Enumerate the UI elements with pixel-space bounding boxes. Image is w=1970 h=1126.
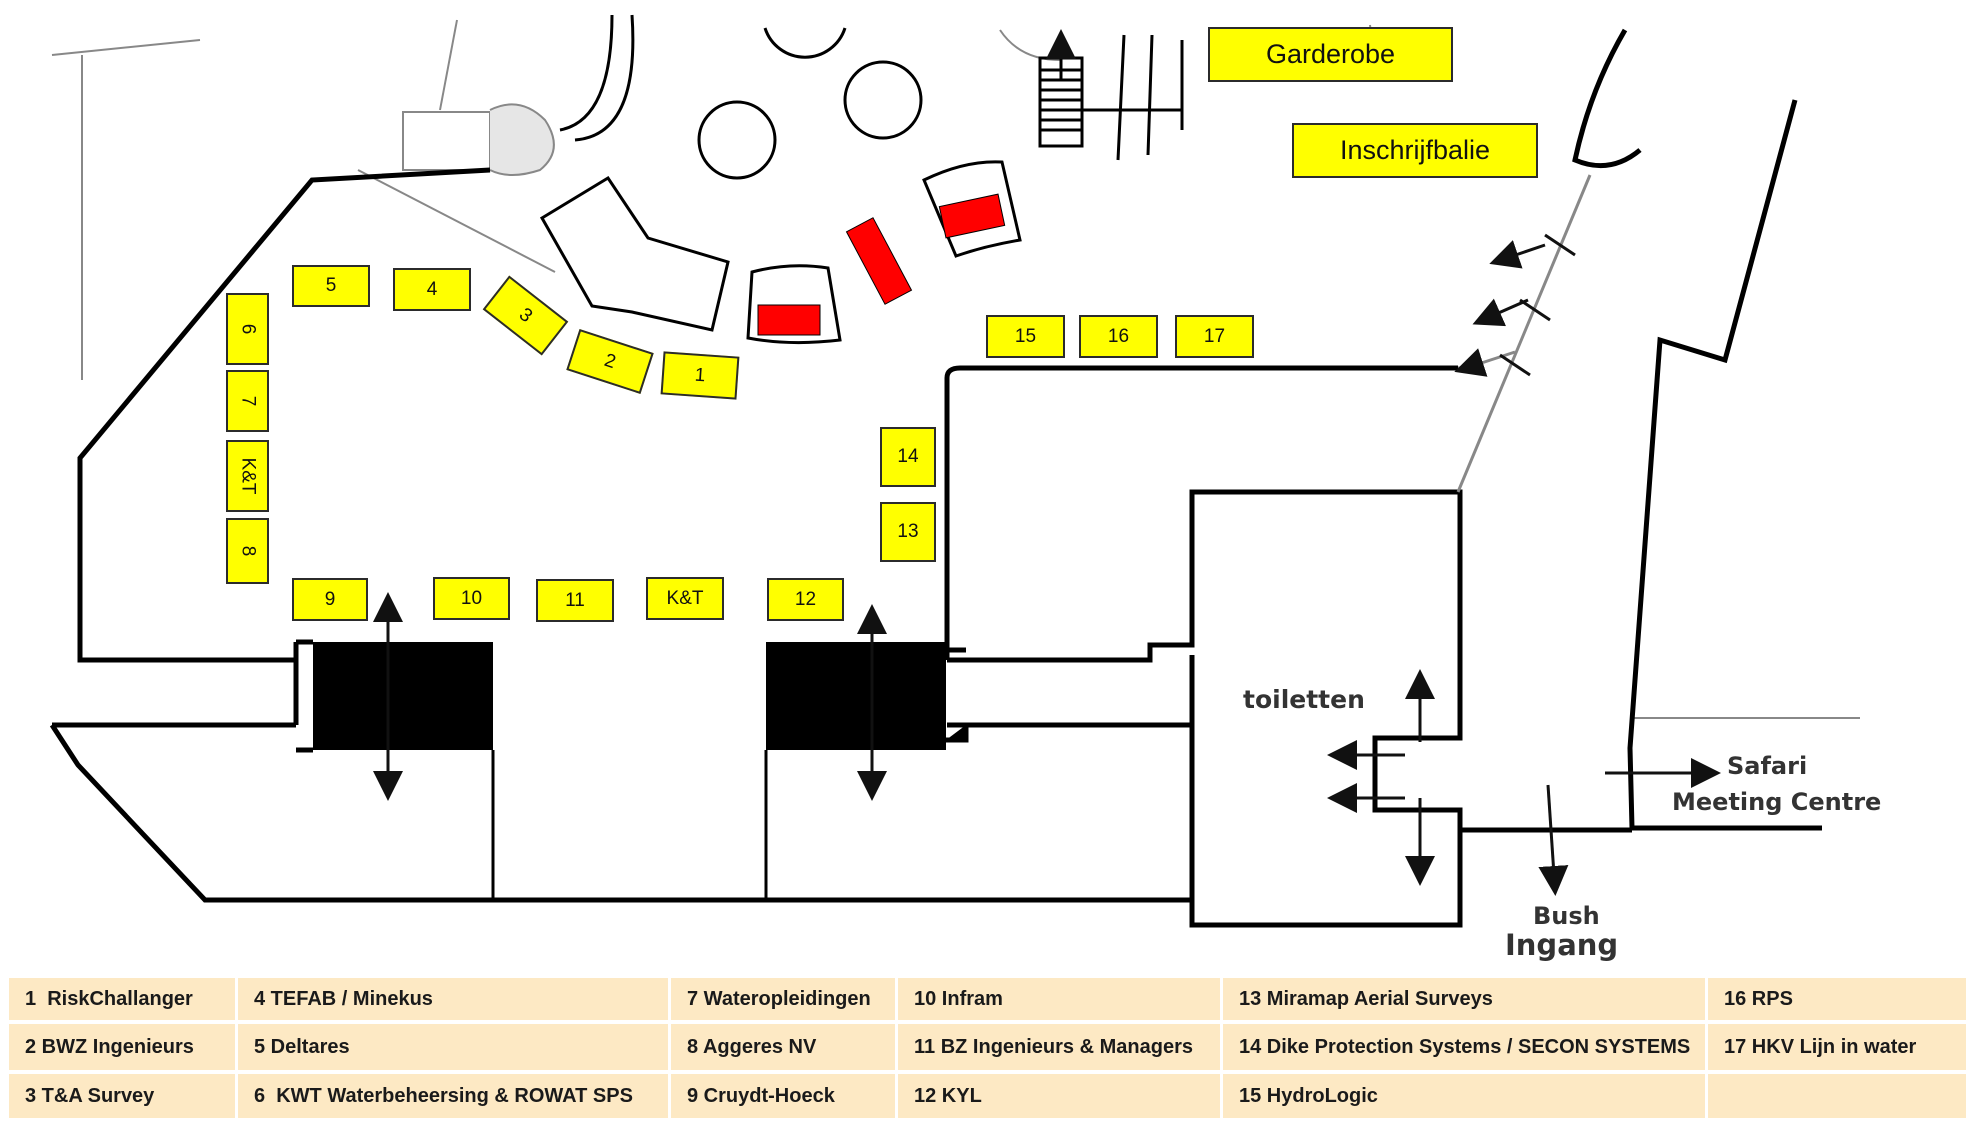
legend-cell: 11 BZ Ingenieurs & Managers xyxy=(898,1024,1220,1070)
legend-cell: 7 Wateropleidingen xyxy=(671,978,895,1020)
bush-label: Bush xyxy=(1533,902,1600,930)
inschrijfbalie-label: Inschrijfbalie xyxy=(1292,123,1538,178)
stairs xyxy=(1038,29,1184,161)
booth-10: 10 xyxy=(433,577,510,620)
booth-12: 12 xyxy=(767,578,844,621)
legend-cell: 3 T&A Survey xyxy=(9,1074,235,1118)
legend-cell: 16 RPS xyxy=(1708,978,1966,1020)
revolving-doors xyxy=(296,639,969,900)
legend-cell: 6 KWT Waterbeheersing & ROWAT SPS xyxy=(238,1074,668,1118)
booth-17: 17 xyxy=(1175,315,1254,358)
toiletten-label: toiletten xyxy=(1243,685,1365,714)
garderobe-label: Garderobe xyxy=(1208,27,1453,82)
legend-cell: 4 TEFAB / Minekus xyxy=(238,978,668,1020)
legend-cell: 2 BWZ Ingenieurs xyxy=(9,1024,235,1070)
legend-cell: 15 HydroLogic xyxy=(1223,1074,1705,1118)
booth-11: 11 xyxy=(536,579,614,622)
legend-cell: 13 Miramap Aerial Surveys xyxy=(1223,978,1705,1020)
background-outlines xyxy=(51,19,1860,719)
booth-16: 16 xyxy=(1079,315,1158,358)
legend-cell: 17 HKV Lijn in water xyxy=(1708,1024,1966,1070)
booth-9: 9 xyxy=(292,578,368,621)
exhibitor-legend: 1 RiskChallanger 4 TEFAB / Minekus 7 Wat… xyxy=(9,978,1966,1118)
corridor xyxy=(1456,174,1592,493)
legend-cell: 14 Dike Protection Systems / SECON SYSTE… xyxy=(1223,1024,1705,1070)
meeting-centre-label: Meeting Centre xyxy=(1672,788,1882,816)
legend-cell: 5 Deltares xyxy=(238,1024,668,1070)
booth-4: 4 xyxy=(393,268,471,311)
booth-kt-bottom: K&T xyxy=(646,577,724,620)
ingang-label: Ingang xyxy=(1505,928,1619,962)
booth-14: 14 xyxy=(880,427,936,487)
round-tables xyxy=(697,27,923,180)
floor-plan-drawing xyxy=(49,14,1860,928)
legend-cell: 10 Infram xyxy=(898,978,1220,1020)
booth-15: 15 xyxy=(986,315,1065,358)
lounge-seats xyxy=(746,160,1022,345)
booth-6: 6 xyxy=(226,293,269,365)
safari-label: Safari xyxy=(1727,752,1808,780)
booth-13: 13 xyxy=(880,502,936,562)
walls xyxy=(49,28,1822,928)
arrows xyxy=(373,233,1721,896)
stage-arcs xyxy=(402,14,635,176)
booth-1: 1 xyxy=(660,351,740,400)
legend-cell: 12 KYL xyxy=(898,1074,1220,1118)
booth-kt-left: K&T xyxy=(226,440,269,512)
bar-counter xyxy=(539,175,730,332)
legend-cell: 8 Aggeres NV xyxy=(671,1024,895,1070)
legend-cell xyxy=(1708,1074,1966,1118)
floor-plan: Garderobe Inschrijfbalie 5 4 3 2 1 6 7 K… xyxy=(49,14,1882,962)
booth-5: 5 xyxy=(292,265,370,307)
booth-8: 8 xyxy=(226,518,269,584)
legend-cell: 9 Cruydt-Hoeck xyxy=(671,1074,895,1118)
legend-cell: 1 RiskChallanger xyxy=(9,978,235,1020)
booth-7: 7 xyxy=(226,370,269,432)
